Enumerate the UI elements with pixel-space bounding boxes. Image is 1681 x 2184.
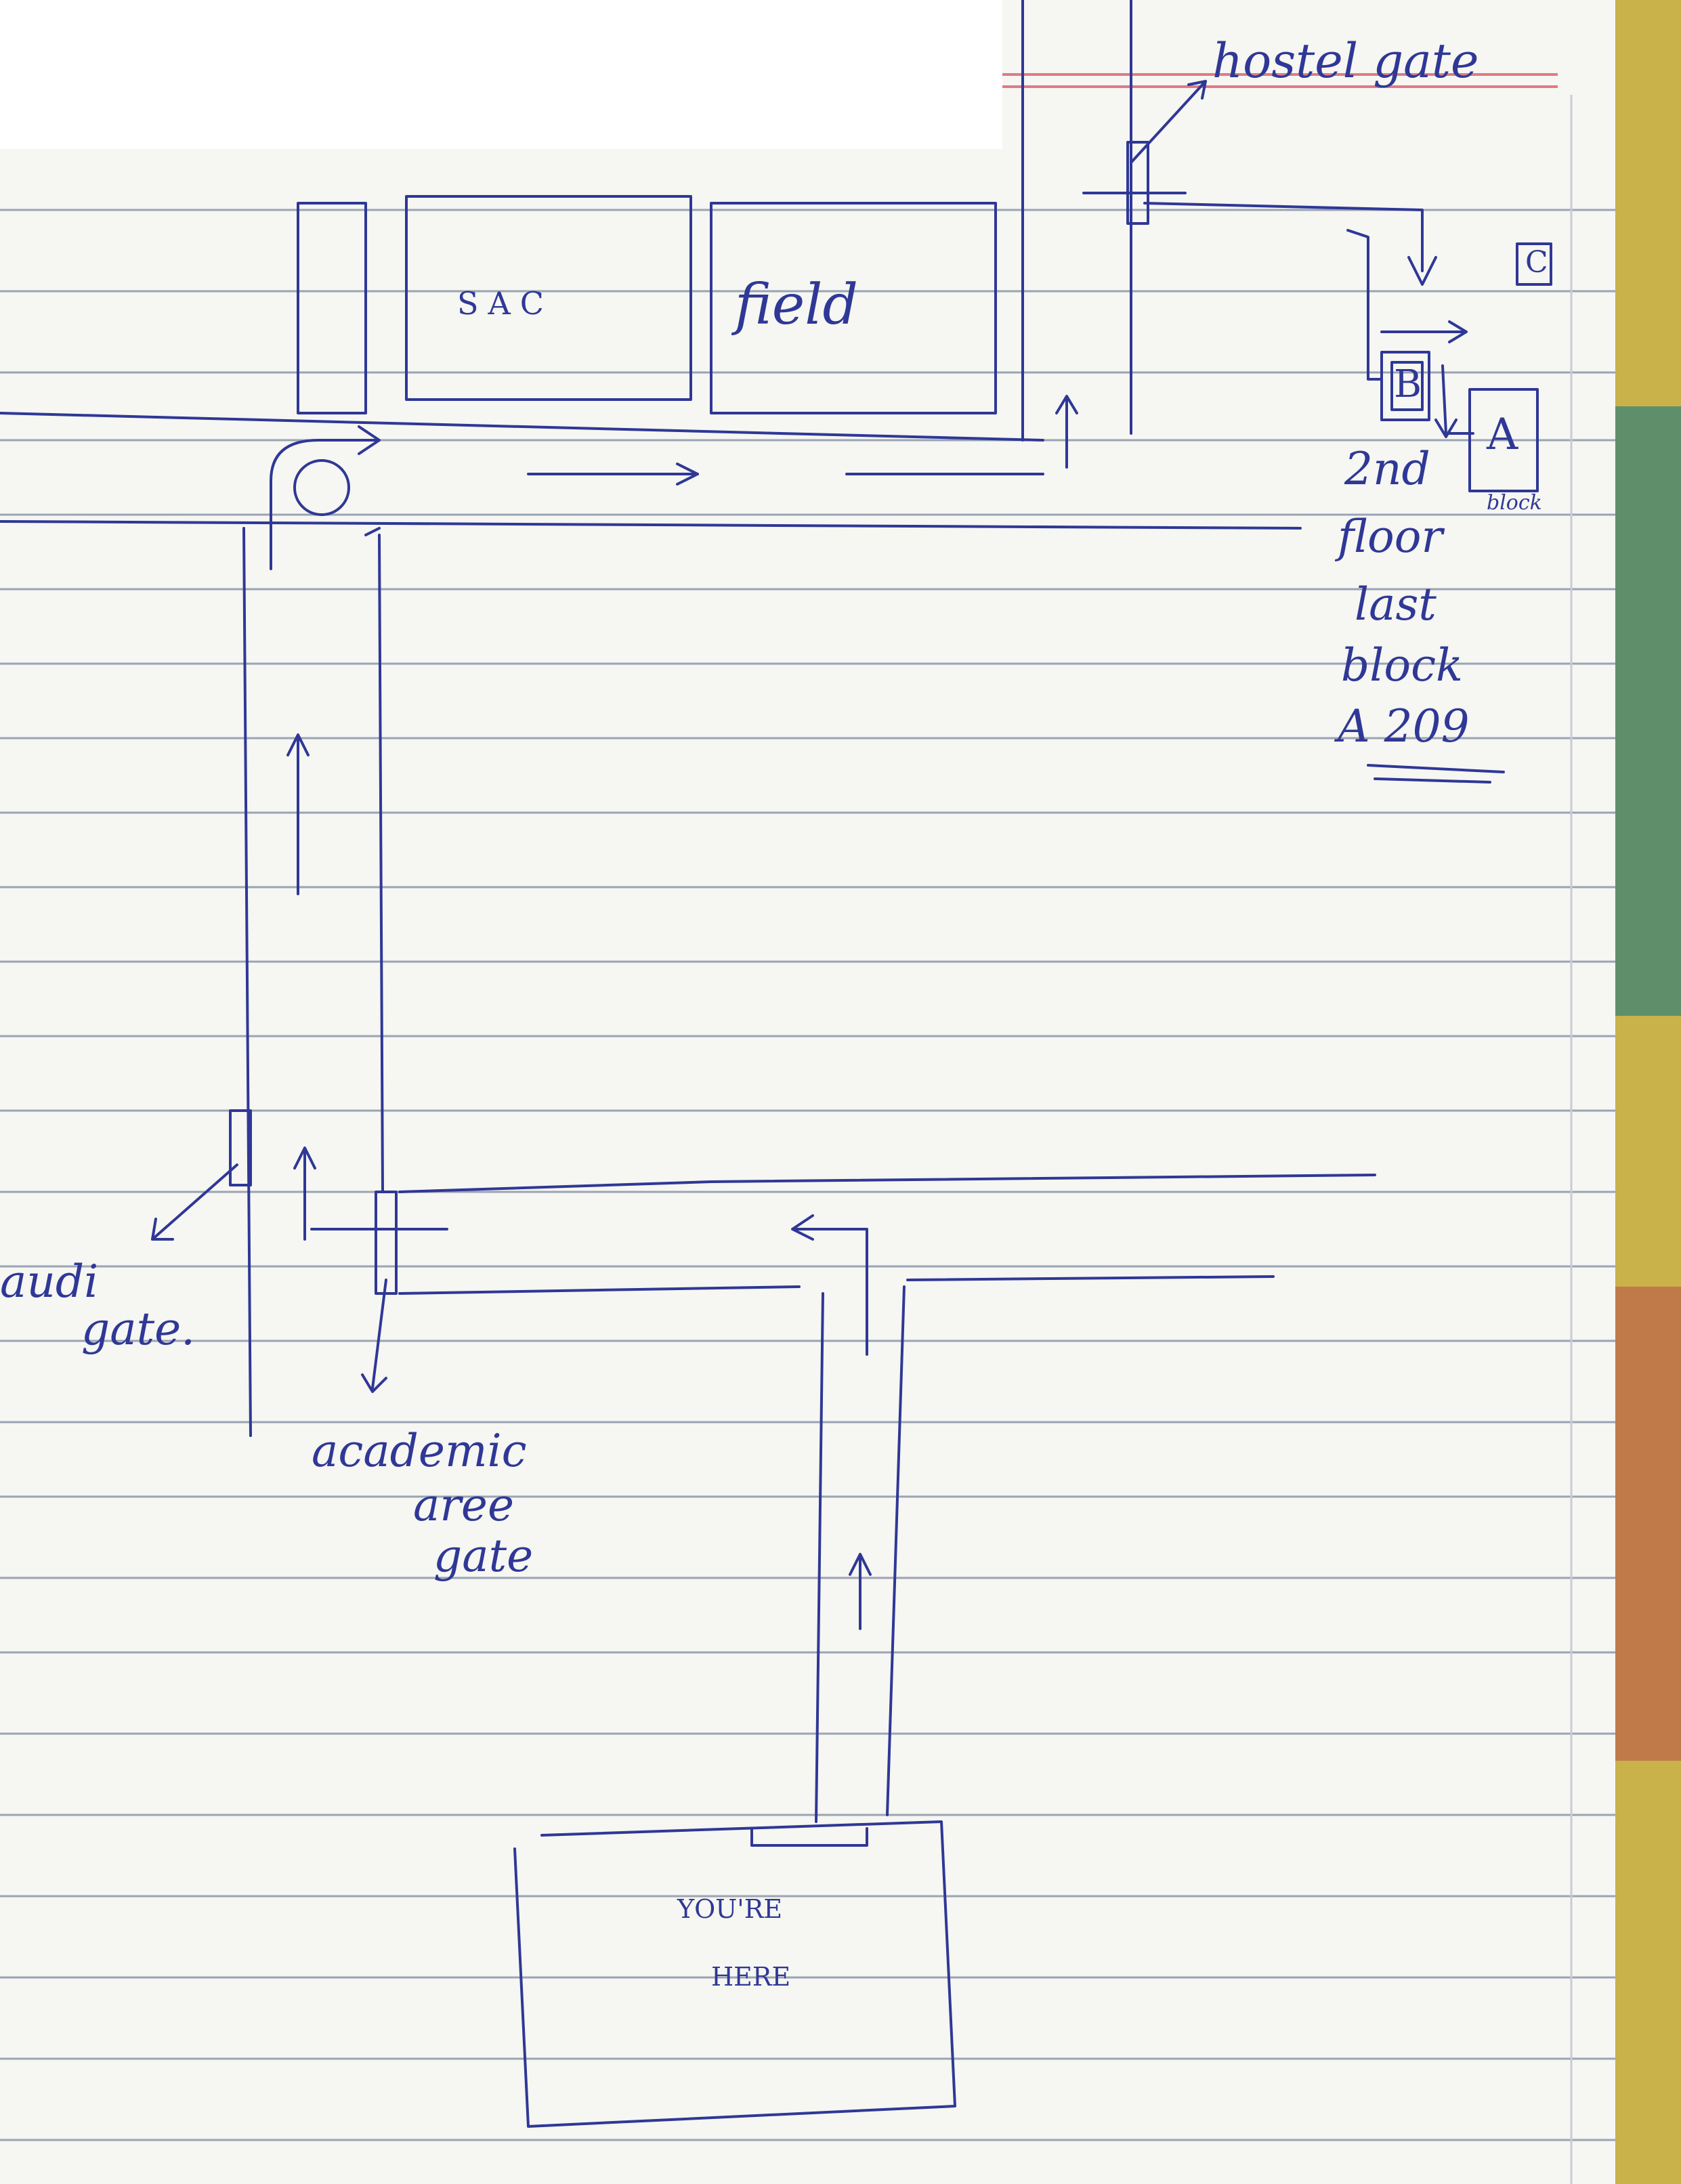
floor-line-2: floor (1338, 511, 1443, 563)
field-label: field (735, 273, 858, 337)
you-here-label-1: YOU'RE (677, 1894, 783, 1924)
floor-line-1: 2nd (1344, 443, 1430, 495)
main-road-top (0, 412, 1044, 442)
left-road-outer (242, 527, 252, 1437)
bottom-road-left (815, 1292, 824, 1823)
you-here-label-2: HERE (711, 1962, 791, 1992)
bottom-road-right (886, 1285, 906, 1816)
academic-label-2: aree (413, 1479, 515, 1531)
block-word-label: block (1487, 491, 1542, 515)
ink-drawing (0, 0, 1552, 2128)
audi-gate-hatch (229, 1109, 252, 1186)
audi-gate-pointer (151, 1163, 238, 1241)
hostel-gate-hatch (1126, 141, 1149, 225)
block-b-label: B (1394, 362, 1422, 406)
block-c-label: C (1525, 245, 1548, 280)
building-left (297, 202, 367, 414)
field-outline (710, 202, 997, 414)
block-b-box (1380, 351, 1430, 421)
audi-label-2: gate. (81, 1303, 196, 1355)
floor-line-4: block (1341, 639, 1464, 691)
you-here-building (513, 1820, 956, 2128)
roundabout-arrow (270, 439, 381, 570)
block-a-label: A (1487, 410, 1518, 460)
sac-label: SAC (457, 285, 553, 322)
hostel-gate-label: hostel gate (1212, 33, 1479, 89)
hostel-path (1143, 202, 1424, 272)
floor-line-5: A 209 (1338, 700, 1470, 752)
ruled-lines (0, 209, 1615, 2141)
notebook-page (0, 0, 1615, 2184)
audi-label-1: audi (0, 1256, 99, 1308)
main-road-bottom (0, 520, 1302, 530)
academic-gate-pointer (371, 1279, 387, 1390)
academic-gate-hatch (375, 1191, 398, 1295)
hostel-gate-pointer (1130, 80, 1207, 164)
block-c-box (1516, 242, 1552, 286)
roundabout (293, 459, 350, 516)
block-a-box (1468, 388, 1539, 492)
academic-label-3: gate (433, 1530, 534, 1582)
turn-arrow (794, 1228, 868, 1356)
blank-area (0, 0, 1002, 149)
academic-label-1: academic (312, 1425, 527, 1477)
floor-line-3: last (1355, 578, 1437, 630)
background-fabric (1615, 0, 1681, 2184)
left-road-inner (378, 534, 384, 1193)
sac-building (405, 195, 692, 401)
